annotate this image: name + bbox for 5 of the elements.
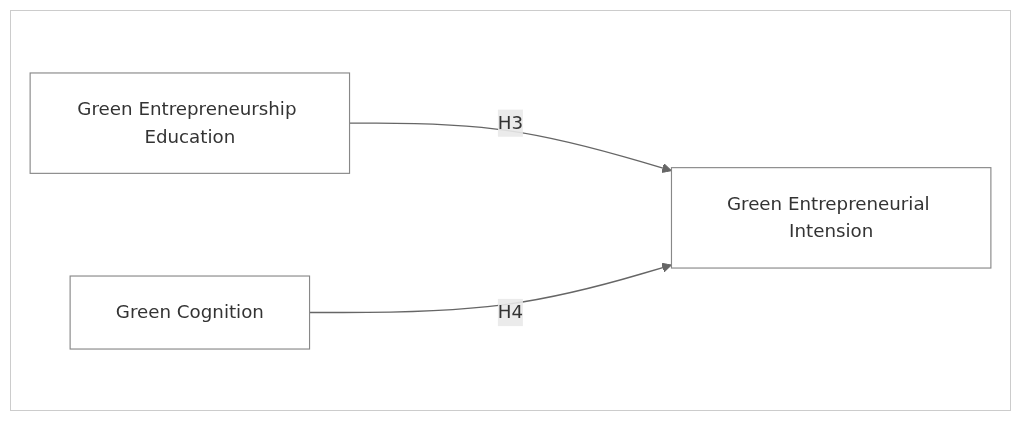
node-box: Green Cognition xyxy=(69,274,311,350)
node-box: Green Entrepreneurship Education xyxy=(29,71,351,174)
edge-label: H3 xyxy=(497,111,524,133)
edge-label: H4 xyxy=(497,300,524,323)
node-box: Green Entrepreneurial Intension xyxy=(670,166,992,269)
